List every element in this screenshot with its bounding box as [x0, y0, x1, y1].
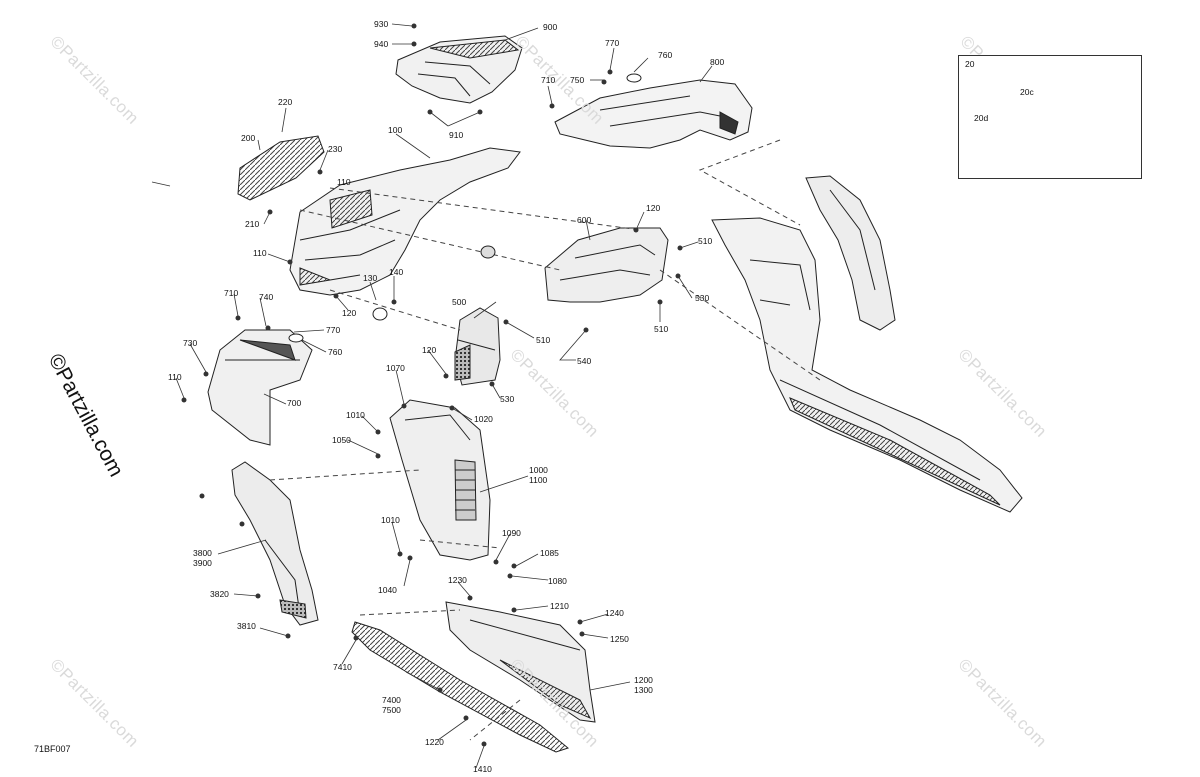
part-callout: 770 — [605, 38, 620, 48]
part-callout: 140 — [389, 267, 404, 277]
right-door-panel-part — [805, 175, 896, 331]
part-callout: 760 — [658, 50, 673, 60]
assembly-lines — [269, 139, 821, 741]
grommet-shapes — [288, 73, 642, 343]
inset-kit-label: 20 — [965, 59, 975, 69]
part-callout: 540 — [577, 356, 592, 366]
part-callout: 500 — [452, 297, 467, 307]
part-callout: 910 — [449, 130, 464, 140]
part-callout: 120 — [342, 308, 357, 318]
center-pillar-part — [389, 399, 491, 561]
part-callout: 1210 — [550, 601, 569, 611]
part-callout: 1200 1300 — [634, 675, 653, 695]
part-callout: 120 — [422, 345, 437, 355]
part-callout: 1090 — [502, 528, 521, 538]
left-side-panel-part — [207, 329, 313, 446]
part-callout: 110 — [253, 248, 267, 258]
side-grille-part — [237, 135, 325, 201]
part-callout: 940 — [374, 39, 389, 49]
part-callout: 7400 7500 — [382, 695, 401, 715]
part-callout: 530 — [500, 394, 515, 404]
part-callout: 530 — [695, 293, 710, 303]
part-callout: 7410 — [333, 662, 352, 672]
part-callout: 200 — [241, 133, 256, 143]
part-callout: 730 — [183, 338, 198, 348]
part-callout: 1050 — [332, 435, 351, 445]
mount-bracket-part — [454, 307, 501, 386]
lower-rear-panel-part — [445, 601, 596, 723]
part-callout: 3800 3900 — [193, 548, 212, 568]
part-callout: 770 — [326, 325, 341, 335]
part-callout: 1010 — [381, 515, 400, 525]
part-callout: 1020 — [474, 414, 493, 424]
upper-console-part — [395, 35, 523, 104]
part-callout: 3820 — [210, 589, 229, 599]
right-rocker-panel-part — [711, 217, 1023, 513]
part-callout: 1040 — [378, 585, 397, 595]
part-callout: 1230 — [448, 575, 467, 585]
figure-code: 71BF007 — [34, 744, 71, 754]
part-callout: 110 — [337, 177, 351, 187]
part-callout: 1410 — [473, 764, 492, 774]
part-callout: 1250 — [610, 634, 629, 644]
part-callout: 120 — [646, 203, 661, 213]
tool-kit-inset: 20 20c 20d — [958, 55, 1142, 179]
center-bracket-part — [544, 227, 669, 303]
part-callout: 230 — [328, 144, 343, 154]
lower-rocker-strip-part — [351, 621, 570, 753]
part-callout: 800 — [710, 57, 725, 67]
part-callout: 130 — [363, 273, 378, 283]
part-callout: 3810 — [237, 621, 256, 631]
main-dashboard-part — [289, 147, 521, 296]
part-callout: 740 — [259, 292, 274, 302]
part-callout: 760 — [328, 347, 343, 357]
rear-console-part — [554, 79, 753, 149]
part-callout: 1240 — [605, 608, 624, 618]
part-callout: 1085 — [540, 548, 559, 558]
part-callout: 1220 — [425, 737, 444, 747]
inset-part-label: 20d — [974, 113, 989, 123]
part-callout: 510 — [536, 335, 551, 345]
part-callout: 710 — [224, 288, 239, 298]
inset-part-label: 20c — [1020, 87, 1034, 97]
part-callout: 220 — [278, 97, 293, 107]
part-callout: 1070 — [386, 363, 405, 373]
fastener-dots — [181, 23, 683, 747]
part-callout: 210 — [245, 219, 260, 229]
part-callout: 930 — [374, 19, 389, 29]
part-callout: 100 — [388, 125, 403, 135]
left-pillar-part — [231, 461, 319, 626]
part-callout: 510 — [654, 324, 669, 334]
part-callout: 1010 — [346, 410, 365, 420]
part-callout: 750 — [570, 75, 585, 85]
part-callout: 710 — [541, 75, 556, 85]
part-callout: 900 — [543, 22, 558, 32]
part-callout: 110 — [168, 372, 182, 382]
part-callout: 700 — [287, 398, 302, 408]
part-callout: 1080 — [548, 576, 567, 586]
part-callout: 510 — [698, 236, 713, 246]
part-callout: 600 — [577, 215, 592, 225]
part-callout: 1000 1100 — [529, 465, 548, 485]
